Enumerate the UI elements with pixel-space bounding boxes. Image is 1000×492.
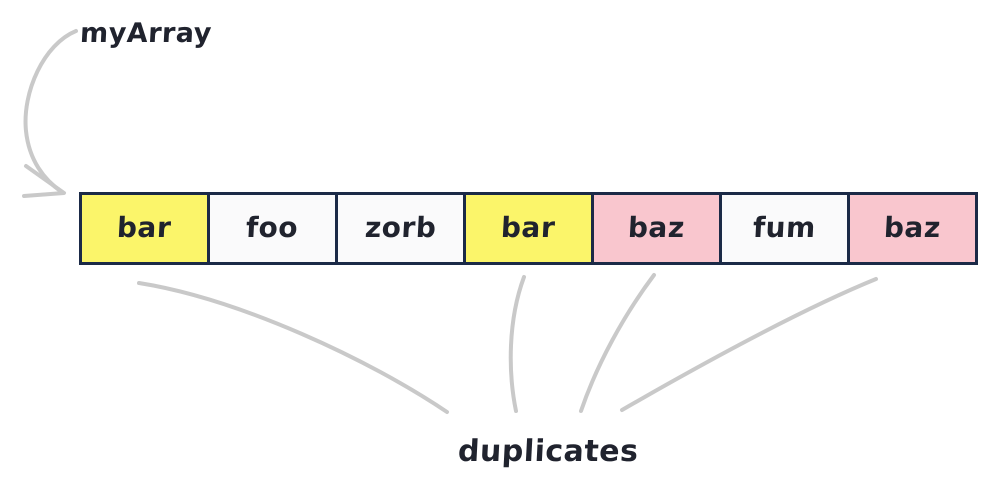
array-cell-4[interactable]: baz <box>594 195 722 262</box>
array-cell-0[interactable]: bar <box>82 195 210 262</box>
array-cell-value: baz <box>883 211 942 244</box>
array-cell-value: fum <box>752 211 817 244</box>
array-cell-3[interactable]: bar <box>466 195 594 262</box>
array-cell-5[interactable]: fum <box>722 195 850 262</box>
duplicate-leader-cell-3 <box>508 275 526 413</box>
array-cell-2[interactable]: zorb <box>338 195 466 262</box>
array-cell-value: zorb <box>363 211 438 244</box>
array-cell-value: baz <box>627 211 686 244</box>
duplicate-leader-cell-4 <box>579 273 656 413</box>
array-cell-1[interactable]: foo <box>210 195 338 262</box>
duplicates-label: duplicates <box>457 434 640 469</box>
duplicate-leader-cell-0 <box>137 281 449 414</box>
duplicate-leader-cell-6 <box>620 277 878 412</box>
array-cell-value: foo <box>245 211 300 244</box>
array-cell-6[interactable]: baz <box>850 195 975 262</box>
array-cell-value: bar <box>116 211 173 244</box>
array-name-label: myArray <box>79 18 213 49</box>
array-container: bar foo zorb bar baz fum baz <box>79 192 978 265</box>
myarray-pointer-arrow <box>22 29 78 198</box>
array-cell-value: bar <box>500 211 557 244</box>
